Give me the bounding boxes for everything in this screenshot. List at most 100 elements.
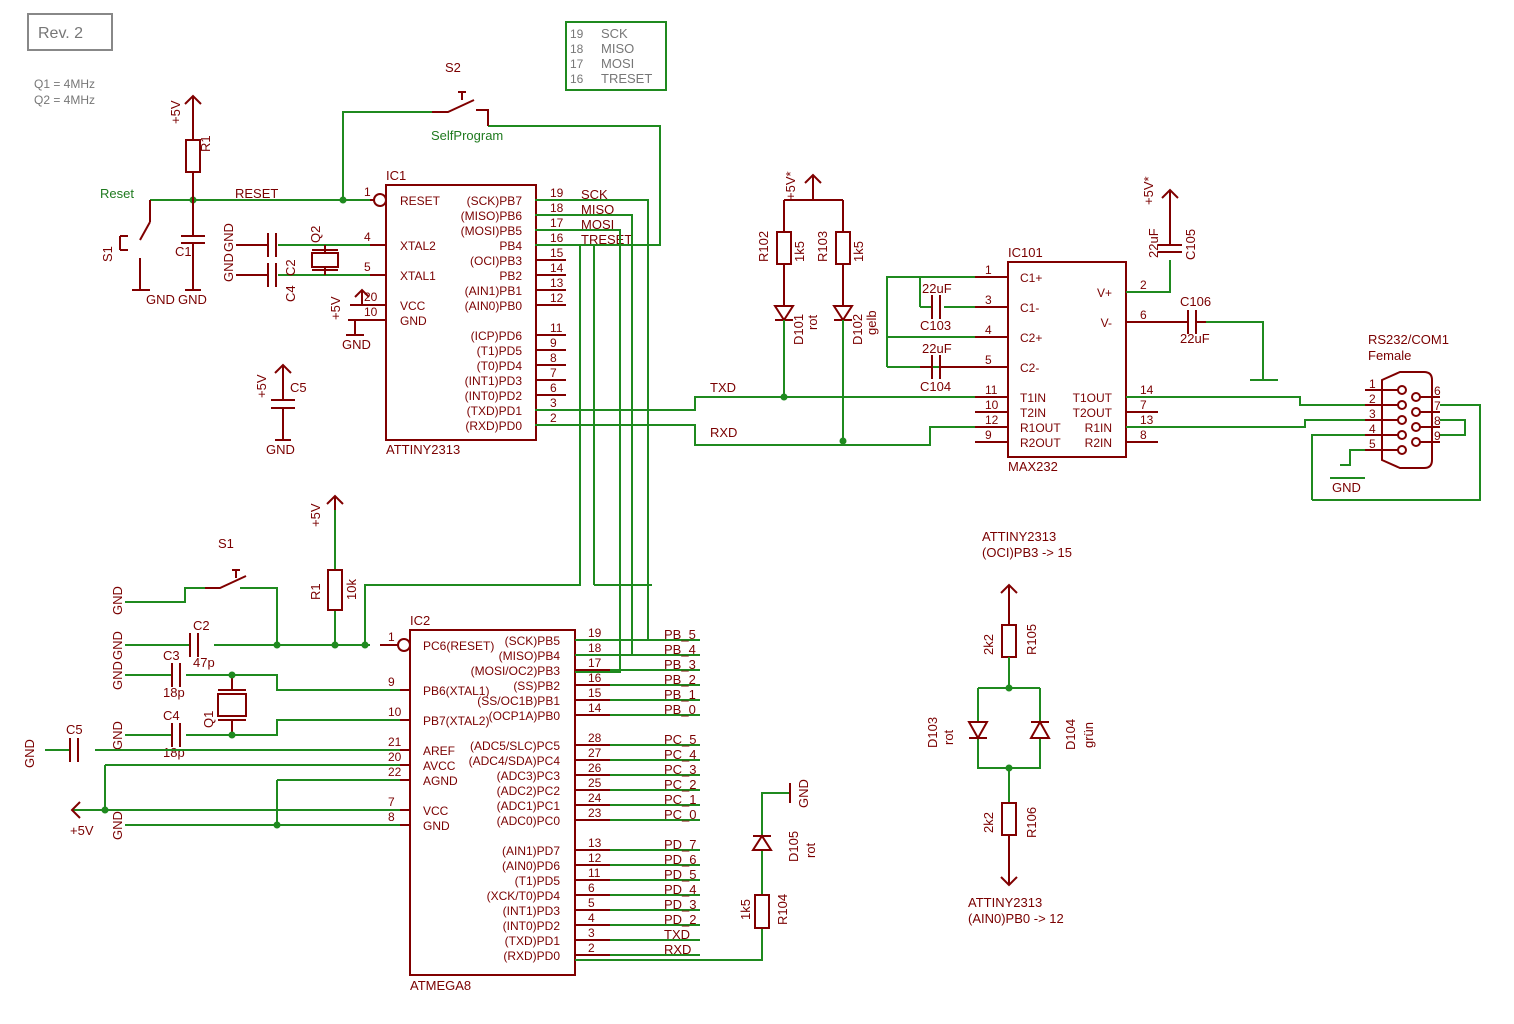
db9-pin-number: 2 <box>1369 392 1376 406</box>
ic2-pin-name: (SS)PB2 <box>513 679 560 693</box>
d104-label: D104 <box>1063 719 1078 750</box>
ic2-net-label: PD_3 <box>664 897 697 912</box>
ic2-pin-name: (AIN1)PD7 <box>502 844 560 858</box>
ic1-reset-bubble <box>373 193 387 207</box>
gnd-c2b: GND <box>110 631 125 660</box>
ic1-net-label: MISO <box>581 202 614 217</box>
ic2-pin-number: 22 <box>388 765 402 779</box>
ic1-net-label: SCK <box>581 187 608 202</box>
db9-pin-number: 7 <box>1434 399 1441 413</box>
c5b-label: C5 <box>66 722 83 737</box>
db9-pin-contact <box>1397 415 1407 425</box>
ic101-pin-name: C1- <box>1020 301 1039 315</box>
ic1-pin-number: 12 <box>550 291 564 305</box>
ic1-pin-number: 18 <box>550 201 564 215</box>
ic101-pin-name: T2OUT <box>1073 406 1113 420</box>
c3-label: C3 <box>163 648 180 663</box>
gnd-c3: GND <box>110 661 125 690</box>
p5v-ic1: +5V <box>328 296 343 320</box>
pinmap-pin: 18 <box>570 42 584 56</box>
ic2-pin-number: 9 <box>388 675 395 689</box>
db9-pin-number: 9 <box>1434 429 1441 443</box>
p5vs-led: +5V* <box>783 171 798 200</box>
s2-label: S2 <box>445 60 461 75</box>
ic101-pin-number: 13 <box>1140 413 1154 427</box>
c104-value: 22uF <box>922 341 952 356</box>
ic1-pin-name: (SCK)PB7 <box>467 194 523 208</box>
ic1-pin-number: 14 <box>550 261 564 275</box>
ic101-pin-number: 9 <box>985 428 992 442</box>
ic101-pin-number: 3 <box>985 293 992 307</box>
r106-value: 2k2 <box>981 812 996 833</box>
ic1-pin-name: PB2 <box>499 269 522 283</box>
p5vs-c105: +5V* <box>1141 176 1156 205</box>
db9-pin-contact <box>1397 430 1407 440</box>
ic2-net-label: PC_1 <box>664 792 697 807</box>
gnd-s1b: GND <box>110 586 125 615</box>
gnd-ic2: GND <box>110 811 125 840</box>
crystal-note-1: Q1 = 4MHz <box>34 77 95 91</box>
ic101-pin-name: T2IN <box>1020 406 1046 420</box>
ic1-ref: IC1 <box>386 168 406 183</box>
ic2-pin-number: 26 <box>588 761 602 775</box>
ic2-pin-number: 19 <box>588 626 602 640</box>
c2b-value: 47p <box>193 655 215 670</box>
ic1-pin-name: (MISO)PB6 <box>461 209 523 223</box>
ic101-pin-name: R1IN <box>1085 421 1112 435</box>
ic2-pin-name: (MISO)PB4 <box>499 649 561 663</box>
ic2-pin-name: GND <box>423 819 450 833</box>
ic101-pin-number: 6 <box>1140 308 1147 322</box>
c2-label: C2 <box>283 259 298 276</box>
gnd-s1: GND <box>146 292 175 307</box>
ic2-pin-name: (SCK)PB5 <box>505 634 561 648</box>
ic2-pin-name: (ADC2)PC2 <box>497 784 561 798</box>
pinmap-name: MISO <box>601 41 634 56</box>
ic101-ref: IC101 <box>1008 245 1043 260</box>
ic1-body <box>385 184 537 441</box>
pinmap-box <box>565 21 667 91</box>
gnd-c1: GND <box>178 292 207 307</box>
c5-decoupling: +5V C5 GND <box>254 363 307 457</box>
c3-value: 18p <box>163 685 185 700</box>
ic1-pin-name: (AIN1)PB1 <box>465 284 523 298</box>
ic2-net-label: PD_4 <box>664 882 697 897</box>
ic101-pin-number: 8 <box>1140 428 1147 442</box>
ic1-pin-number: 10 <box>364 305 378 319</box>
r1-label: R1 <box>198 135 213 152</box>
ic2-pin-number: 17 <box>588 656 602 670</box>
ic1-pin-name: (INT0)PD2 <box>465 389 523 403</box>
ic2-net-label: PB_2 <box>664 672 696 687</box>
ic2-pin-number: 8 <box>388 810 395 824</box>
ic1-pin-name: (TXD)PD1 <box>467 404 523 418</box>
r1b-value: 10k <box>344 579 359 600</box>
ic1-pin-number: 7 <box>550 366 557 380</box>
pinmap-name: TRESET <box>601 71 652 86</box>
ic2-pin-number: 6 <box>588 881 595 895</box>
ic2-pin-number: 21 <box>388 735 402 749</box>
ic2-pin-number: 12 <box>588 851 602 865</box>
d102-label: D102 <box>850 314 865 345</box>
ic2-pin-number: 10 <box>388 705 402 719</box>
ic1-pin-number: 1 <box>364 185 371 199</box>
ic2-net-label: PD_5 <box>664 867 697 882</box>
db9-pin-number: 8 <box>1434 414 1441 428</box>
ic2-net-label: PD_2 <box>664 912 697 927</box>
ic2-body <box>409 629 576 976</box>
ic2-pin-name: (OCP1A)PB0 <box>489 709 561 723</box>
ic2-pin-name: (INT1)PD3 <box>503 904 561 918</box>
ic2-net-label: TXD <box>664 927 690 942</box>
ic2-pin-name: (SS/OC1B)PB1 <box>477 694 560 708</box>
c106-label: C106 <box>1180 294 1211 309</box>
db9-pin-contact <box>1411 407 1421 417</box>
ic2-ref: IC2 <box>410 613 430 628</box>
ic1-pin-name: VCC <box>400 299 426 313</box>
ic2-net-label: PC_5 <box>664 732 697 747</box>
gnd-c4b: GND <box>110 721 125 750</box>
status-leds: +5V* R102 1k5 R103 1k5 D101 rot D102 gel… <box>756 171 879 445</box>
ic2-net-label: PC_4 <box>664 747 697 762</box>
c103-value: 22uF <box>922 281 952 296</box>
ic2-pin-name: (T1)PD5 <box>515 874 561 888</box>
